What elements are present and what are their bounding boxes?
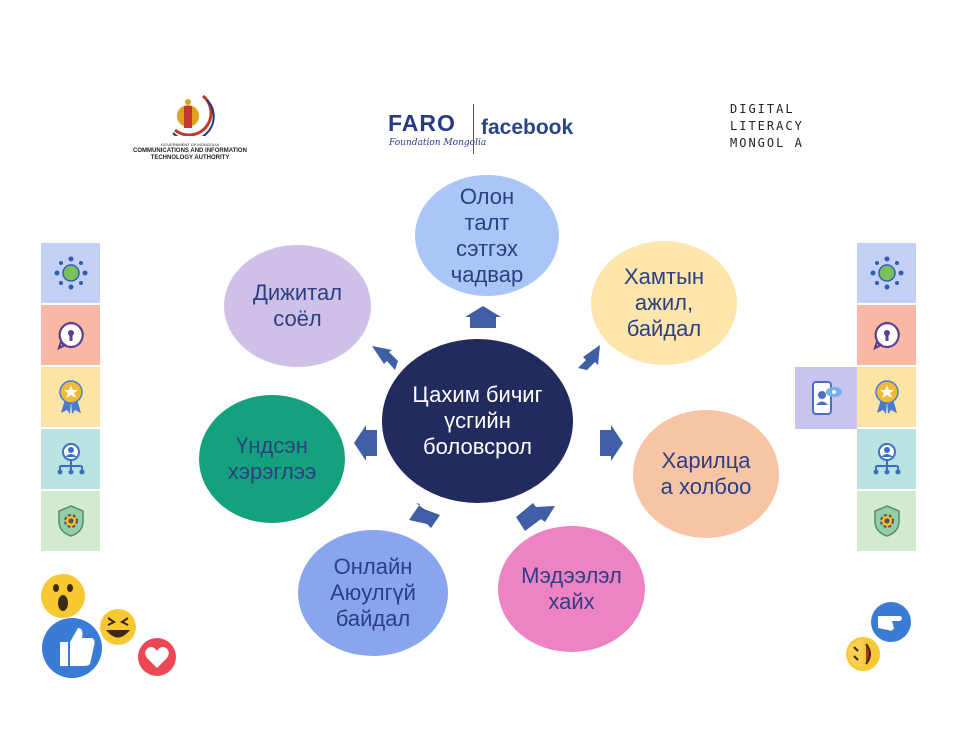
node-top-label: Олон талт сэтгэх чадвар: [450, 183, 524, 287]
left-strip-cell-globe: [41, 243, 100, 303]
dlm-line-3: MONGOL A: [730, 136, 804, 150]
right-strip-cell-shield: [857, 491, 916, 551]
node-right-label: Харилца а холбоо: [660, 448, 752, 499]
like-icon: [42, 618, 102, 678]
node-left: Үндсэн хэрэглээ: [199, 395, 345, 523]
right-strip-cell-users: [857, 429, 916, 489]
user-network-icon: [873, 443, 900, 475]
pointing-hand-icon: [871, 602, 911, 642]
arrow-bottom-left: [409, 503, 440, 528]
arrow-top-right: [578, 345, 600, 370]
node-bottom-left: Онлайн Аюулгүй байдал: [298, 530, 448, 656]
right-strip-cell-lock: [857, 305, 916, 365]
left-icon-strip: [41, 243, 100, 553]
arrow-top-left: [372, 346, 398, 370]
cita-gov-text: GOVERNMENT OF MONGOLIA: [161, 142, 219, 147]
faro-subtitle: Foundation Mongolia: [389, 138, 487, 148]
cita-name-line1: COMMUNICATIONS AND INFORMATION: [133, 148, 247, 154]
arrow-left: [354, 425, 377, 461]
facebook-wordmark: facebook: [481, 116, 574, 139]
arrow-top: [465, 306, 501, 328]
phone-cloud-card: [795, 367, 857, 429]
award-ribbon-icon: [874, 380, 899, 414]
center-node: Цахим бичиг үсгийн боловсрол: [382, 339, 573, 503]
arrow-bottom-right: [516, 503, 555, 531]
lock-chat-icon: [56, 321, 84, 350]
lock-chat-icon: [872, 321, 900, 350]
left-strip-cell-shield: [41, 491, 100, 551]
node-top-right-label: Хамтын ажил, байдал: [623, 264, 705, 341]
digital-literacy-mongolia-logo: DIGITAL LITERACY MONGOL A: [728, 100, 808, 160]
phone-cloud-icon: [812, 381, 842, 415]
reactions-left: [41, 574, 176, 678]
center-node-label: Цахим бичиг үсгийн боловсрол: [412, 382, 543, 459]
node-top-right: Хамтын ажил, байдал: [591, 241, 737, 365]
dlm-line-1: DIGITAL: [730, 102, 795, 116]
reactions-right: [846, 602, 911, 671]
right-strip-cell-globe: [857, 243, 916, 303]
wink-face-icon: [846, 637, 880, 671]
arrow-right: [600, 425, 623, 461]
faro-wordmark: FARO: [388, 110, 456, 136]
user-network-icon: [57, 443, 84, 475]
globe-network-icon: [870, 256, 903, 290]
dlm-line-2: LITERACY: [730, 119, 804, 133]
left-strip-cell-award: [41, 367, 100, 427]
node-top-left-label: Дижитал соёл: [252, 280, 343, 331]
node-bottom-left-label: Онлайн Аюулгүй байдал: [330, 554, 416, 631]
node-top: Олон талт сэтгэх чадвар: [415, 175, 559, 296]
cita-name-line2: TECHNOLOGY AUTHORITY: [150, 155, 230, 161]
node-right: Харилца а холбоо: [633, 410, 779, 538]
logo-divider: [473, 104, 474, 154]
left-strip-cell-lock: [41, 305, 100, 365]
globe-network-icon: [54, 256, 87, 290]
left-strip-cell-users: [41, 429, 100, 489]
node-bottom-right-label: Мэдээлэл хайх: [521, 563, 622, 614]
wow-icon: [41, 574, 85, 618]
haha-icon: [100, 609, 136, 645]
faro-facebook-logo: FARO Foundation Mongolia facebook: [385, 102, 585, 162]
soyombo-emblem-icon: [172, 94, 215, 136]
cita-logo: GOVERNMENT OF MONGOLIA COMMUNICATIONS AN…: [130, 90, 250, 165]
node-left-label: Үндсэн хэрэглээ: [227, 433, 317, 484]
right-icon-strip: [857, 243, 916, 553]
node-bottom-right: Мэдээлэл хайх: [498, 526, 645, 652]
love-icon: [138, 638, 176, 676]
shield-gear-icon: [873, 505, 900, 537]
shield-gear-icon: [57, 505, 84, 537]
right-strip-cell-award: [857, 367, 916, 427]
award-ribbon-icon: [58, 380, 83, 414]
node-top-left: Дижитал соёл: [224, 245, 371, 367]
